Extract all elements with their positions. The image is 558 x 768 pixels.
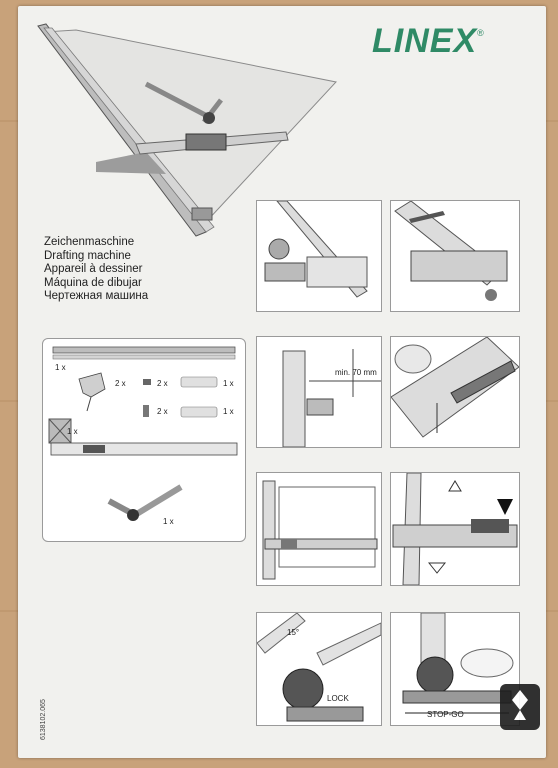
title-fr: Appareil à dessiner bbox=[44, 263, 143, 275]
screw-quantity: 2 x bbox=[157, 407, 168, 416]
measure-label: min. 70 mm bbox=[335, 368, 377, 377]
corner-watermark-icon bbox=[500, 684, 540, 730]
nut-quantity: 2 x bbox=[157, 379, 168, 388]
angle-label: 15° bbox=[287, 628, 299, 637]
step-5-panel bbox=[256, 472, 382, 586]
step-2-panel bbox=[390, 200, 520, 312]
title-ru: Чертежная машина bbox=[44, 290, 149, 302]
stop-go-label: STOP-GO bbox=[427, 710, 464, 719]
step-6-panel bbox=[390, 472, 520, 586]
linex-logo: LINEX® bbox=[372, 22, 485, 60]
step-4-panel bbox=[390, 336, 520, 448]
lock-label: LOCK bbox=[327, 694, 349, 703]
head-quantity: 1 x bbox=[163, 517, 174, 526]
step-3-panel: min. 70 mm bbox=[256, 336, 382, 448]
drafting-board-illustration bbox=[37, 23, 337, 237]
step-8-panel: STOP-GO bbox=[390, 612, 520, 726]
title-de: Zeichenmaschine bbox=[44, 236, 135, 248]
rail-quantity: 1 x bbox=[55, 363, 66, 372]
title-es: Máquina de dibujar bbox=[44, 276, 142, 289]
slider-quantity: 1 x bbox=[67, 427, 78, 436]
step-1-panel bbox=[256, 200, 382, 312]
title-en: Drafting machine bbox=[44, 249, 131, 262]
clip2-quantity: 1 x bbox=[223, 407, 234, 416]
document-number: 6138102.065 bbox=[40, 699, 47, 740]
step-7-panel: 15° LOCK bbox=[256, 612, 382, 726]
bracket-quantity: 2 x bbox=[115, 379, 126, 388]
clip-quantity: 1 x bbox=[223, 379, 234, 388]
parts-list-panel: 1 x 2 x 2 x 1 x 2 x 1 x 1 x 1 x bbox=[42, 338, 246, 542]
product-title-list: Zeichenmaschine Drafting machine Apparei… bbox=[44, 236, 148, 304]
